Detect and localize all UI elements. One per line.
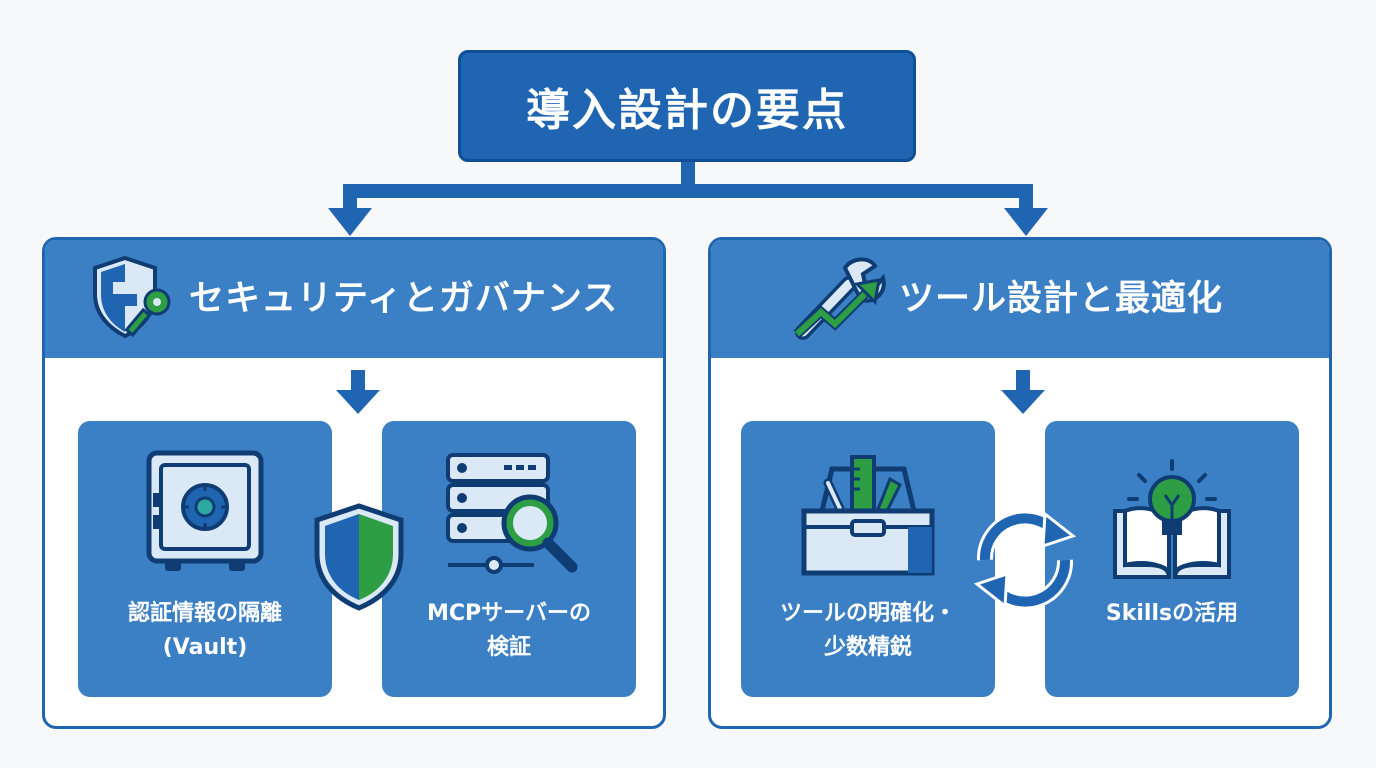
card-skills-usage: Skillsの活用 <box>1045 421 1299 697</box>
security-governance-panel: セキュリティとガバナンス 認証情報の隔離 (Vault) <box>42 237 666 729</box>
card-credential-isolation: 認証情報の隔離 (Vault) <box>78 421 332 697</box>
root-title-box: 導入設計の要点 <box>458 50 916 162</box>
down-arrow-icon <box>1001 370 1045 414</box>
panel-title: ツール設計と最適化 <box>899 279 1224 319</box>
card-label-line1: 認証情報の隔離 <box>127 601 282 626</box>
safe-icon <box>146 450 264 571</box>
card-label-line1: MCPサーバーの <box>427 601 591 626</box>
refresh-cycle-icon <box>973 510 1077 610</box>
card-label: Skillsの活用 <box>1045 597 1299 631</box>
card-label-line2: (Vault) <box>162 635 248 660</box>
card-label-line2: 少数精鋭 <box>823 635 912 660</box>
card-tool-clarification: ツールの明確化・ 少数精鋭 <box>741 421 995 697</box>
card-label-line1: ツールの明確化・ <box>779 601 956 626</box>
card-label: MCPサーバーの 検証 <box>382 597 636 665</box>
panel-title: セキュリティとガバナンス <box>189 279 619 319</box>
tool-design-panel: ツール設計と最適化 ツールの明確化・ 少数精鋭 <box>708 237 1332 729</box>
card-label-line1: Skillsの活用 <box>1105 601 1239 626</box>
server-search-icon <box>446 453 578 574</box>
panel-header: ツール設計と最適化 <box>711 240 1329 358</box>
card-label-line2: 検証 <box>486 635 531 660</box>
root-title: 導入設計の要点 <box>526 85 848 136</box>
down-arrow-icon <box>336 370 380 414</box>
shield-icon <box>314 503 404 611</box>
book-lightbulb-icon <box>1113 459 1231 579</box>
toolbox-icon <box>801 455 935 576</box>
card-mcp-server-validation: MCPサーバーの 検証 <box>382 421 636 697</box>
wrench-chart-icon <box>793 257 886 340</box>
panel-header: セキュリティとガバナンス <box>45 240 663 358</box>
card-label: 認証情報の隔離 (Vault) <box>78 597 332 665</box>
shield-key-icon <box>93 255 171 339</box>
card-label: ツールの明確化・ 少数精鋭 <box>741 597 995 665</box>
